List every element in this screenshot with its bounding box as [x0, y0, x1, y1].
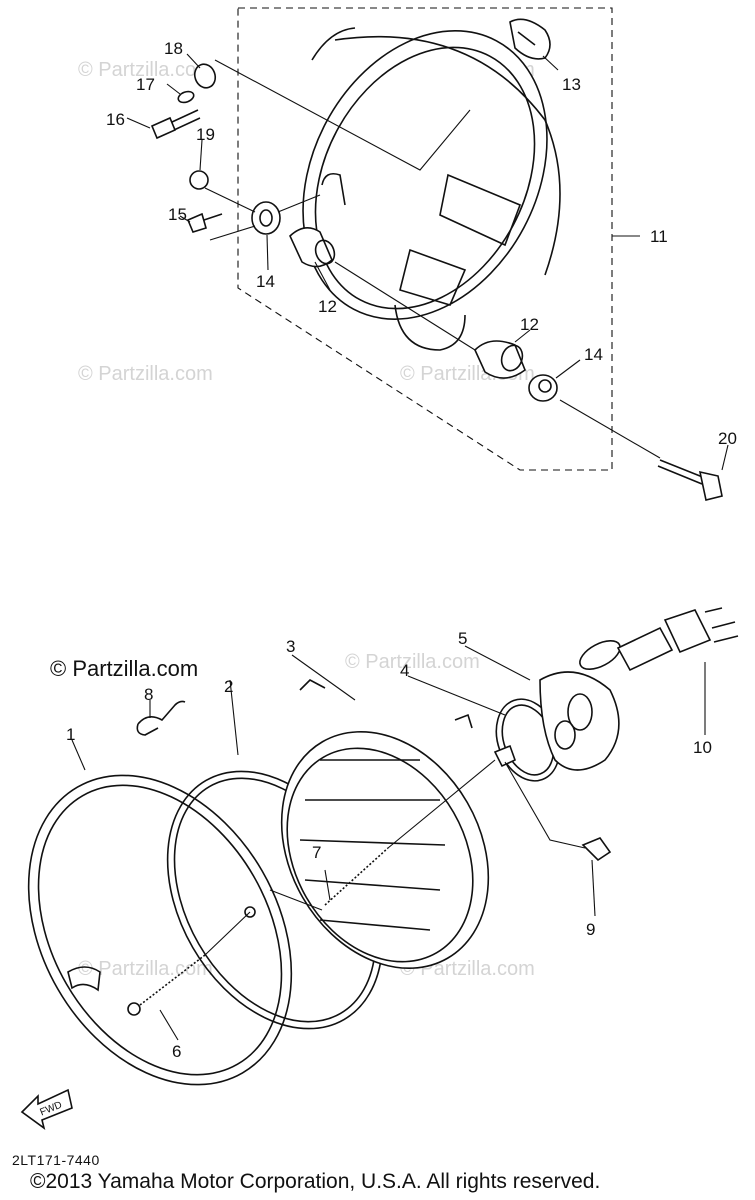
bulb-socket-5 [539, 671, 620, 771]
fasteners-left [150, 63, 223, 233]
grommet-14-right [528, 374, 558, 402]
adjust-screw-6 [127, 906, 256, 1016]
leader-lines-lower [71, 645, 706, 1041]
callout-16: 16 [106, 110, 125, 129]
grommet-14-left [251, 201, 281, 235]
callout-5: 5 [458, 629, 467, 648]
bolt-16-head [150, 116, 177, 140]
callout-10: 10 [693, 738, 712, 757]
callout-labels: 18 17 16 19 15 14 12 13 11 12 14 20 3 5 … [66, 39, 737, 1061]
headlight-unit-group: FWD [20, 607, 739, 1130]
headlight-housing-group [126, 7, 729, 501]
clip-13 [509, 18, 551, 60]
callout-17: 17 [136, 75, 155, 94]
callout-8: 8 [144, 685, 153, 704]
watermark: © Partzilla.com [345, 651, 480, 673]
callout-3: 3 [286, 637, 295, 656]
lens-unit-3 [280, 679, 490, 970]
collar-12-right [474, 340, 526, 379]
nut-19 [189, 170, 209, 190]
assembly-boundary [237, 7, 613, 471]
screw-15 [186, 212, 207, 233]
halogen-bulb-10 [579, 607, 739, 672]
callout-20: 20 [718, 429, 737, 448]
callout-4: 4 [400, 661, 409, 680]
callout-15: 15 [168, 205, 187, 224]
washer-18 [193, 63, 217, 89]
callout-9: 9 [586, 920, 595, 939]
wire-clip-8 [136, 700, 186, 736]
callout-19: 19 [196, 125, 215, 144]
copyright-notice: ©2013 Yamaha Motor Corporation, U.S.A. A… [30, 1170, 601, 1193]
callout-12-left: 12 [318, 297, 337, 316]
callout-2: 2 [224, 677, 233, 696]
watermark: © Partzilla.com [78, 59, 213, 81]
callout-7: 7 [312, 843, 321, 862]
headlight-housing [302, 27, 561, 351]
headlight-rim-1 [27, 774, 293, 1086]
callout-14-left: 14 [256, 272, 275, 291]
callout-18: 18 [164, 39, 183, 58]
callout-14-right: 14 [584, 345, 603, 364]
callout-13: 13 [562, 75, 581, 94]
watermarks: © Partzilla.com © Partzilla.com © Partzi… [50, 59, 535, 980]
spring-7 [324, 744, 516, 906]
callout-1: 1 [66, 725, 75, 744]
clip-9 [581, 837, 612, 862]
collar-12-left [289, 227, 336, 268]
fwd-arrow: FWD [20, 1088, 73, 1130]
watermark: © Partzilla.com [78, 363, 213, 385]
lock-washer-17 [177, 90, 195, 104]
watermark-dark: © Partzilla.com [50, 656, 198, 681]
watermark: © Partzilla.com [78, 958, 213, 980]
callout-12-right: 12 [520, 315, 539, 334]
callout-6: 6 [172, 1042, 181, 1061]
callout-11: 11 [650, 227, 668, 246]
diagram-reference-code: 2LT171-7440 [12, 1152, 100, 1168]
leader-lines-upper [126, 53, 729, 471]
bolt-20 [657, 459, 723, 501]
